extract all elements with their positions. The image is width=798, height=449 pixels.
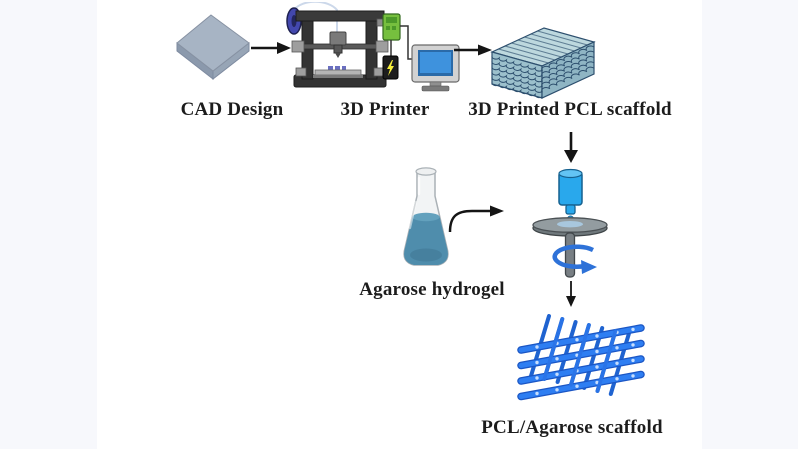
arrow-cad-to-printer-icon	[251, 40, 291, 56]
pcl-scaffold-illustration	[486, 16, 598, 100]
arrow-scaffold-to-device-icon	[562, 132, 580, 164]
printer-label: 3D Printer	[340, 99, 430, 120]
pcl-scaffold-label: 3D Printed PCL scaffold	[468, 99, 672, 120]
flask-illustration	[396, 166, 458, 278]
3d-printer-icon	[286, 2, 460, 92]
3d-printer-illustration	[280, 2, 462, 92]
arrow-printer-to-scaffold-icon	[454, 42, 492, 58]
pcl-scaffold-icon	[490, 27, 596, 99]
coating-device-illustration	[525, 167, 617, 287]
lattice-scaffold-illustration	[517, 314, 653, 414]
final-scaffold-label: PCL/Agarose scaffold	[481, 417, 663, 438]
right-margin	[702, 0, 798, 449]
cad-slab-icon	[176, 14, 250, 81]
arrow-flask-to-device-icon	[446, 204, 508, 234]
cad-slab-illustration	[175, 12, 253, 88]
arrow-device-to-lattice-icon	[564, 281, 578, 309]
agarose-hydrogel-label: Agarose hydrogel	[359, 279, 505, 300]
lattice-scaffold-icon	[517, 314, 645, 401]
coating-device-icon	[532, 168, 608, 278]
flask-icon	[403, 167, 449, 266]
left-margin	[0, 0, 97, 449]
cad-design-label: CAD Design	[180, 99, 284, 120]
